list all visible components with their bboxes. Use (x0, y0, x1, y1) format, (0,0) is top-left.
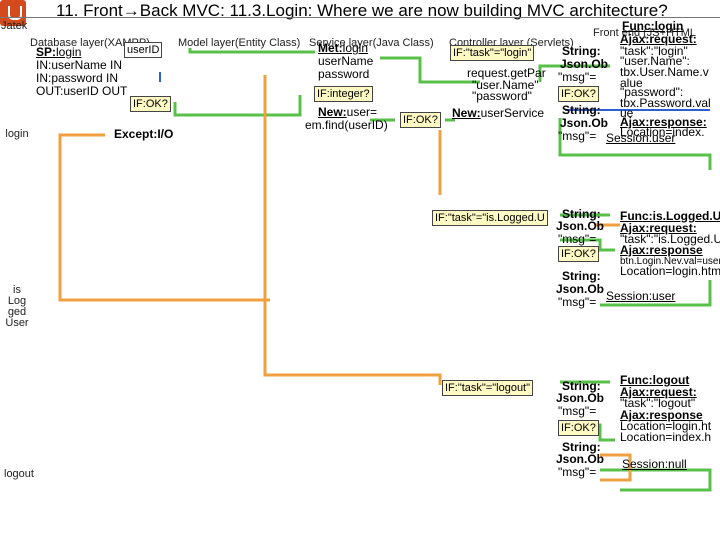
connector-model-orange (263, 75, 442, 385)
db-userid-box: userID (124, 42, 163, 58)
model-met-name: login (342, 41, 369, 55)
model-em-find: em.find(userID) (305, 118, 388, 132)
model-new-user-text: user= (346, 105, 378, 119)
controller-login-string2: String: (562, 103, 601, 117)
controller-logout-string2: String: (562, 440, 601, 454)
connector-logout-orange (600, 453, 632, 482)
front-func-logout: Func:logout (620, 373, 690, 387)
service-param-username: "user.Name" (472, 78, 539, 92)
front-islogged-ajax-response: Ajax:response (620, 243, 703, 257)
row-label-logout: logout (4, 468, 34, 480)
front-func-islogged: Func:is.Logged.Use (620, 209, 720, 223)
controller-if-login: IF:"task"="login" (450, 45, 535, 61)
model-met-label: Met: (318, 41, 343, 55)
front-location-index2: Location=index.h (620, 430, 712, 444)
front-task-logout: "task":"logout" (620, 396, 696, 410)
db-out-userid: OUT:userID OUT (36, 84, 128, 98)
front-logout-ajax-response: Ajax:response (620, 408, 703, 422)
controller-logout-json: Json.Ob (556, 391, 605, 405)
front-tbx-user: tbx.User.Name.v (620, 65, 709, 79)
controller-login-json2: Json.Ob (560, 116, 609, 130)
connector-login-response (558, 118, 712, 170)
row-label-login: login (5, 128, 29, 140)
header-actor: Jatek (1, 20, 28, 32)
model-new-user: New:user= (318, 106, 377, 119)
header-front: Front end (JS+HTML (593, 27, 697, 39)
front-password: "password": (620, 85, 684, 99)
connector-except-orange (58, 133, 270, 302)
controller-logout-if-ok: IF:OK? (558, 420, 599, 436)
connector-db-ok (173, 95, 302, 117)
controller-if-logout: IF:"task"="logout" (442, 380, 534, 396)
front-logout-ajax-request: Ajax:request: (620, 385, 697, 399)
service-new-label: New: (452, 106, 481, 120)
controller-session-null: Session:null (622, 457, 687, 471)
connector-logout-response (600, 468, 712, 492)
controller-login-msg: "msg"= (558, 70, 597, 84)
service-request-get: request.getPar (467, 66, 546, 80)
header-service: Service layer(Java Class) (309, 37, 434, 49)
model-param-password: password (318, 67, 370, 81)
app-logo-icon (0, 0, 26, 26)
front-ajax-response: Ajax:response: (620, 115, 707, 129)
model-method-login: Met:login (318, 42, 368, 55)
title-divider (0, 17, 720, 18)
front-ajax-request: Ajax:request: (620, 32, 697, 46)
controller-islogged-msg: "msg"= (558, 232, 597, 246)
controller-islogged-string: String: (562, 207, 601, 221)
controller-islogged-json2: Json.Ob (556, 282, 605, 296)
front-location-index: Location=index. (620, 125, 705, 139)
connector-islogged-ok (560, 238, 615, 252)
page-title: 11. Front→Back MVC: 11.3.Login: Where we… (56, 1, 668, 20)
front-alue: alue (620, 76, 643, 90)
row-label-islogged: is Log ged User (5, 284, 29, 329)
connector-islogged-response (600, 280, 712, 307)
service-new-name: userService (480, 106, 545, 120)
controller-session-user: Session:user (606, 131, 676, 145)
controller-logout-msg2: "msg"= (558, 465, 597, 479)
connector-controller-to-service (380, 56, 480, 84)
front-func-login: Func:login (622, 19, 684, 33)
controller-login-string: String: (562, 44, 601, 58)
front-btn-login: btn.Login.Nev.val=user.N (620, 256, 720, 267)
controller-logout-msg: "msg"= (558, 404, 597, 418)
controller-islogged-msg2: "msg"= (558, 295, 597, 309)
front-tbx-password: tbx.Password.val (620, 96, 711, 110)
header-model: Model layer(Entity Class) (178, 37, 301, 49)
db-sp-login: SP:login (36, 46, 81, 59)
connector-front-to-controller (538, 64, 610, 82)
header-database: Database layer(XAMPP) (30, 37, 150, 49)
db-if-ok: IF:OK? (130, 96, 171, 112)
db-exception: Except:I/O (114, 127, 174, 141)
controller-login-msg2: "msg"= (558, 129, 597, 143)
front-ue: ue (620, 106, 634, 120)
service-new-userservice: New:userService (452, 107, 544, 120)
service-param-password: "password" (472, 89, 532, 103)
controller-login-json: Json.Ob (560, 57, 609, 71)
controller-if-islogged: IF:"task"="is.Logged.U (432, 210, 548, 226)
db-in-username: IN:userName IN (36, 58, 123, 72)
front-user-name: "user.Name": (620, 54, 690, 68)
model-if-integer: IF:integer? (314, 86, 373, 102)
controller-login-if-ok: IF:OK? (558, 86, 599, 102)
front-task-login: "task":"login" (620, 44, 688, 58)
controller-islogged-if-ok: IF:OK? (558, 246, 599, 262)
db-sp-label: SP: (36, 45, 57, 59)
controller-islogged-json: Json.Ob (556, 219, 605, 233)
front-task-islogged: "task":"is.Logged.U (620, 232, 720, 246)
controller-logout-json2: Json.Ob (556, 452, 605, 466)
front-islogged-ajax-request: Ajax:request: (620, 221, 697, 235)
front-location-login: Location=login.html (620, 264, 720, 278)
model-new-label: New: (318, 105, 347, 119)
db-in-password: IN:password IN (36, 71, 119, 85)
controller-islogged-session: Session:user (606, 289, 676, 303)
front-location-login2: Location=login.ht (620, 419, 712, 433)
connector-service-to-db (188, 48, 315, 54)
controller-logout-string: String: (562, 379, 601, 393)
controller-islogged-string2: String: (562, 269, 601, 283)
db-sp-name: login (56, 45, 82, 59)
model-if-ok: IF:OK? (400, 112, 441, 128)
model-param-username: userName (318, 54, 374, 68)
